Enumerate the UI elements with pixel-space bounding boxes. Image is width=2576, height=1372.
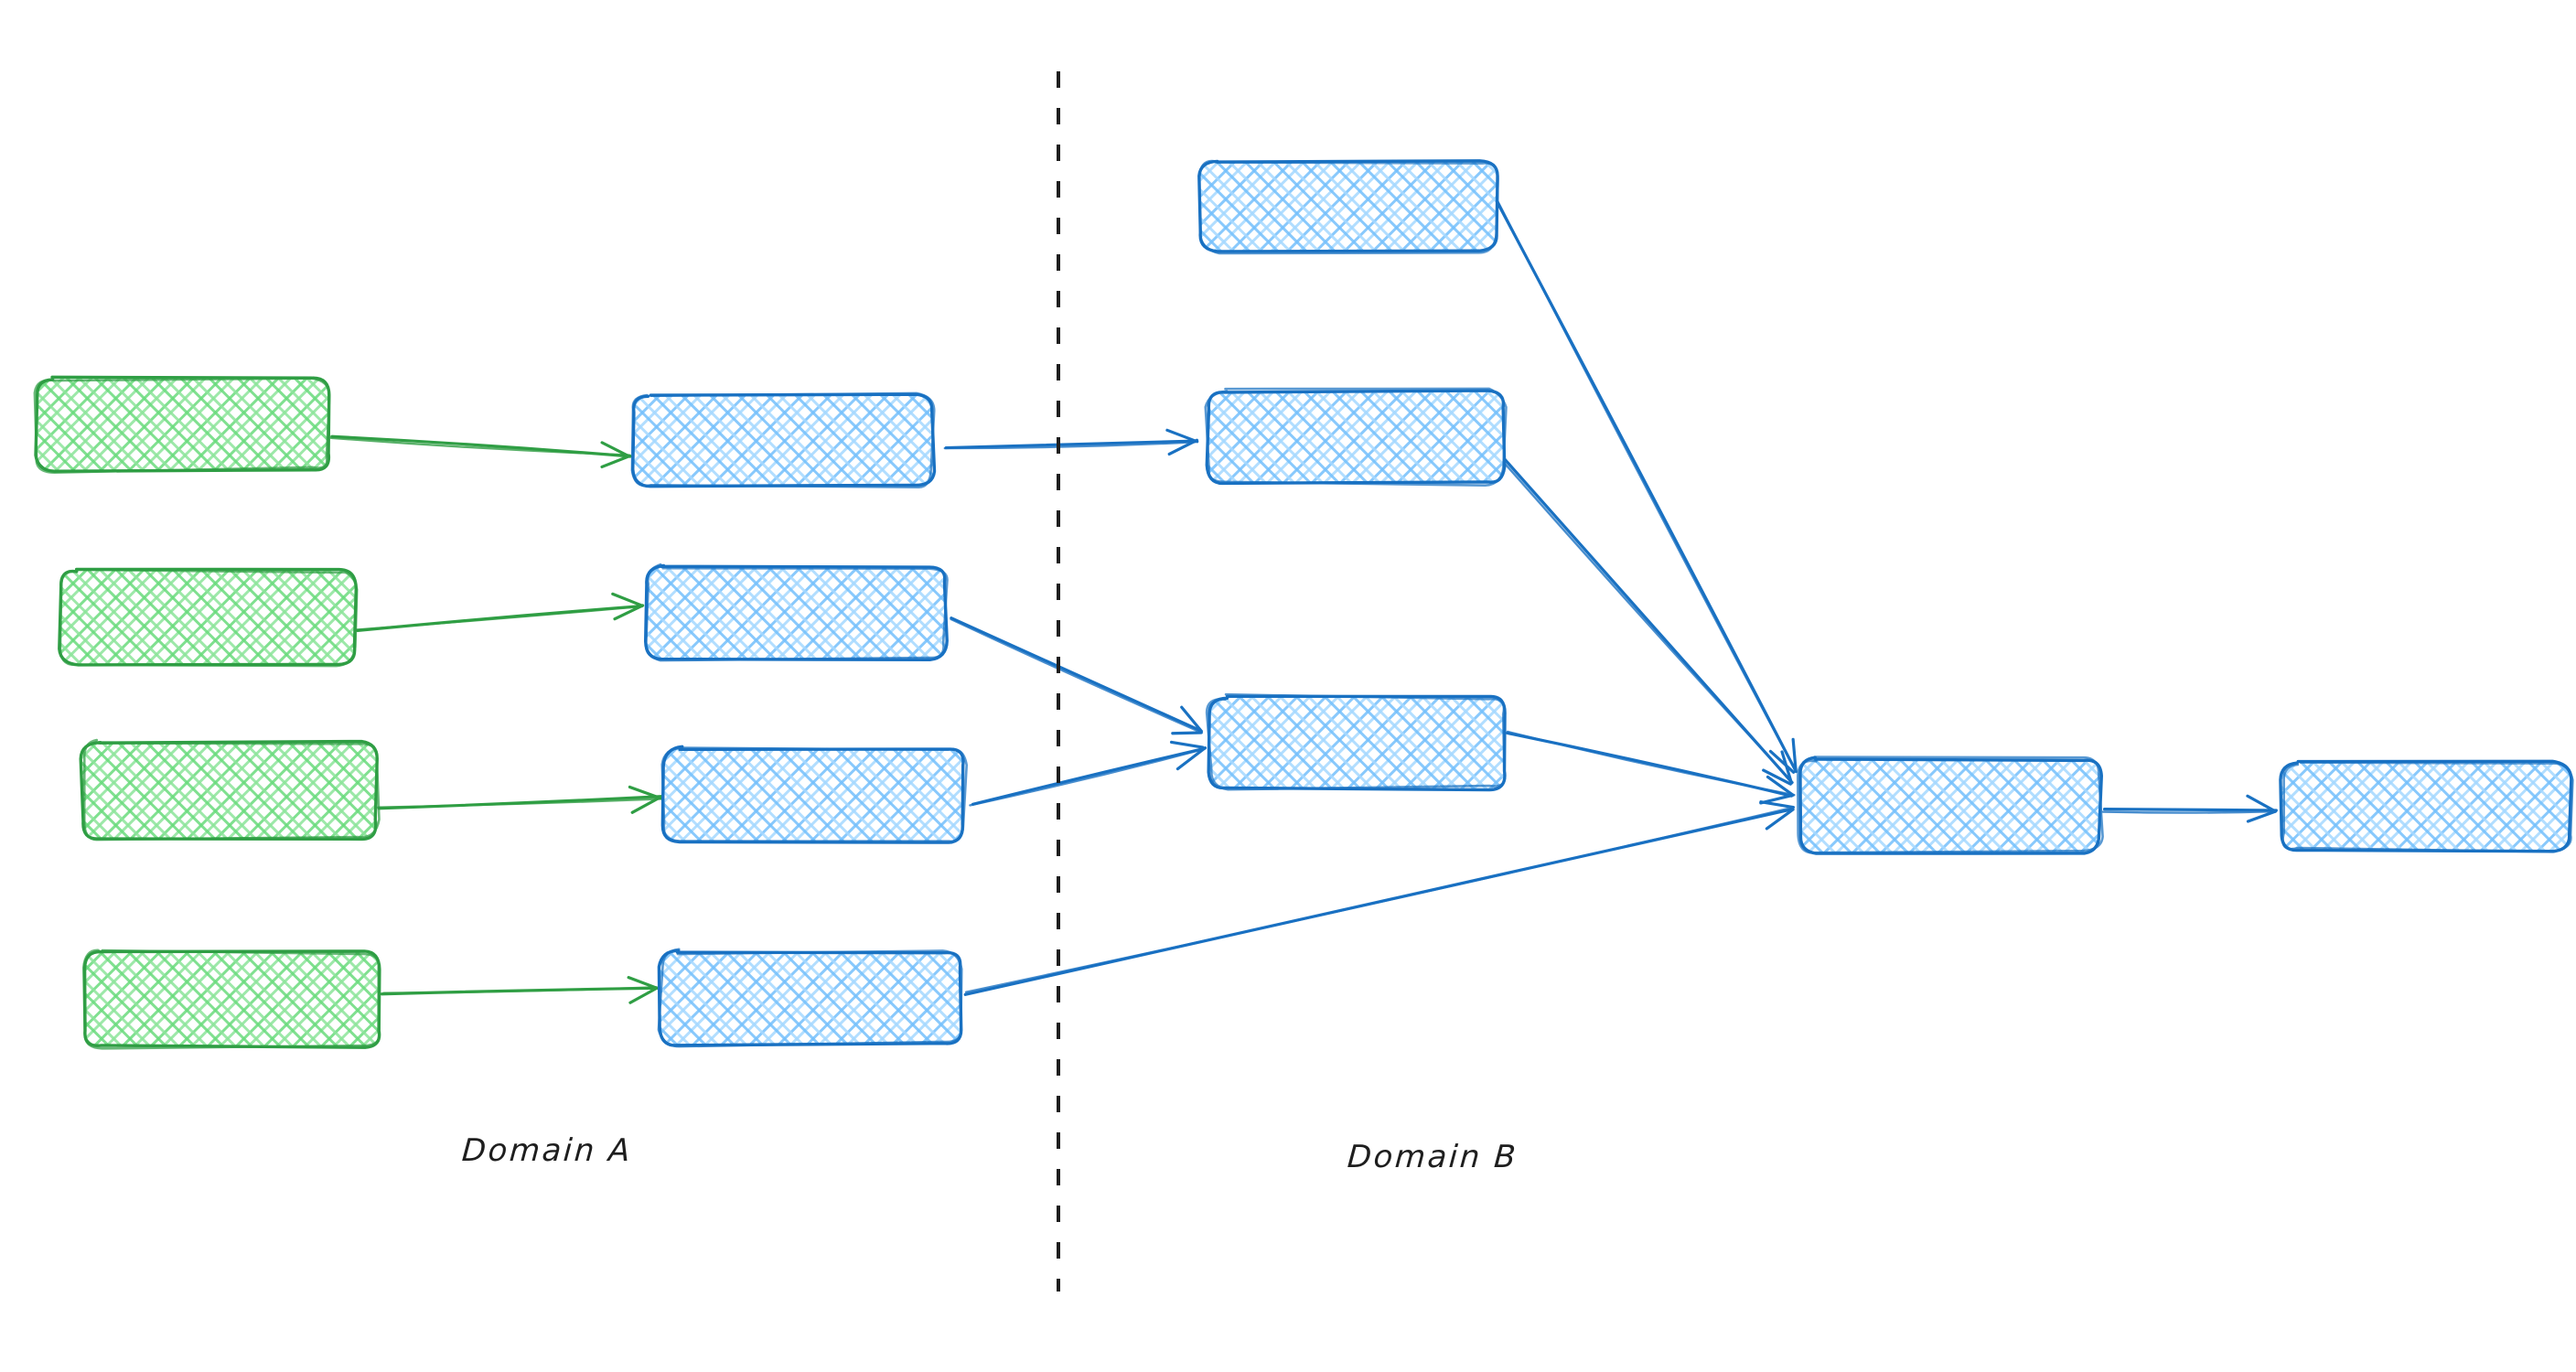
edge-arrowhead	[1169, 740, 1205, 749]
edge-arrowhead	[1780, 750, 1794, 785]
node-fill	[660, 951, 961, 1045]
node-fill	[633, 395, 933, 487]
edge-e9[interactable]	[1494, 197, 1798, 774]
edge-shaft	[944, 439, 1198, 450]
node-fill	[1800, 759, 2100, 852]
edge-arrowhead	[1759, 793, 1795, 805]
node-fill	[1208, 391, 1504, 483]
edge-arrowhead	[1768, 749, 1796, 774]
node-fill	[646, 567, 946, 659]
node-fill	[1209, 697, 1506, 788]
edge-e4[interactable]	[380, 976, 659, 1004]
node-outline	[59, 568, 359, 668]
edge-arrowhead	[600, 441, 631, 458]
node-a-in-4[interactable]	[81, 949, 381, 1050]
node-outline	[660, 745, 965, 844]
node-fill	[82, 743, 377, 838]
node-fill	[2281, 763, 2571, 851]
edge-shaft	[950, 616, 1203, 733]
edge-shaft	[1506, 730, 1796, 797]
edge-shaft	[1502, 461, 1794, 784]
node-b-node-3[interactable]	[1205, 692, 1507, 792]
edge-shaft	[354, 605, 644, 631]
edge-arrowhead	[1171, 731, 1203, 735]
node-b-node-2[interactable]	[1204, 387, 1508, 488]
edge-arrowhead	[630, 795, 663, 814]
node-outline	[660, 746, 969, 843]
node-a-in-3[interactable]	[79, 738, 381, 841]
node-outline	[630, 391, 936, 488]
node-outline	[644, 563, 949, 662]
edge-arrowhead	[2246, 794, 2277, 813]
edges-layer	[329, 197, 2278, 1004]
edge-arrowhead	[628, 785, 663, 800]
node-a-proc-2[interactable]	[643, 563, 949, 662]
node-b-merge[interactable]	[1796, 756, 2104, 855]
edge-e6[interactable]	[950, 616, 1203, 735]
edge-arrowhead	[1165, 428, 1199, 444]
edge-shaft	[943, 441, 1197, 450]
node-outline	[1197, 159, 1499, 255]
edge-shaft	[969, 748, 1205, 807]
node-outline	[1204, 387, 1508, 488]
edge-arrowhead	[611, 592, 643, 607]
nodes-layer	[33, 159, 2574, 1050]
node-outline	[82, 738, 381, 841]
node-a-proc-3[interactable]	[660, 745, 969, 844]
node-outline	[33, 377, 331, 474]
node-a-proc-4[interactable]	[657, 948, 963, 1048]
edge-arrowhead	[1765, 808, 1795, 831]
edge-arrowhead	[2246, 809, 2278, 823]
edge-e12[interactable]	[2101, 794, 2278, 823]
edge-e8[interactable]	[963, 800, 1796, 996]
edge-arrowhead	[1180, 705, 1203, 733]
edge-e5[interactable]	[943, 428, 1199, 456]
edge-e10[interactable]	[1502, 457, 1794, 786]
node-b-out[interactable]	[2279, 759, 2574, 853]
node-outline	[657, 948, 963, 1048]
node-fill	[664, 748, 964, 841]
edge-e7[interactable]	[969, 740, 1208, 807]
node-a-in-1[interactable]	[33, 375, 331, 474]
domain-b-label: Domain B	[1346, 1139, 1519, 1175]
node-outline	[2281, 761, 2574, 853]
edge-arrowhead	[1766, 775, 1794, 797]
edge-shaft	[2101, 809, 2277, 814]
edge-arrowhead	[600, 454, 632, 469]
edge-shaft	[377, 798, 661, 809]
node-outline	[1796, 756, 2104, 854]
node-fill	[60, 571, 355, 664]
node-a-in-2[interactable]	[58, 567, 359, 668]
node-outline	[81, 949, 381, 1050]
edge-shaft	[971, 746, 1207, 806]
domain-a-label: Domain A	[460, 1132, 634, 1169]
edge-arrowhead	[1762, 768, 1792, 786]
edge-shaft	[950, 617, 1203, 734]
node-b-node-1[interactable]	[1197, 159, 1499, 255]
edge-arrowhead	[1791, 737, 1798, 774]
edge-e2[interactable]	[354, 592, 645, 632]
edge-shaft	[329, 436, 630, 456]
node-outline	[1205, 692, 1507, 791]
edge-e1[interactable]	[329, 434, 632, 469]
node-outline	[1798, 756, 2103, 855]
node-a-proc-1[interactable]	[630, 391, 937, 488]
edge-shaft	[2102, 808, 2278, 812]
edge-arrowhead	[627, 976, 659, 990]
edge-shaft	[1495, 198, 1798, 774]
edge-arrowhead	[1167, 438, 1199, 456]
node-fill	[84, 951, 381, 1046]
node-fill	[1200, 161, 1497, 251]
edge-shaft	[382, 986, 658, 994]
node-fill	[37, 379, 329, 470]
edge-arrowhead	[628, 986, 659, 1004]
edge-shaft	[964, 806, 1796, 993]
edge-e3[interactable]	[377, 785, 663, 814]
edge-arrowhead	[613, 604, 645, 621]
edge-arrowhead	[1175, 746, 1208, 771]
edge-e11[interactable]	[1506, 730, 1796, 805]
